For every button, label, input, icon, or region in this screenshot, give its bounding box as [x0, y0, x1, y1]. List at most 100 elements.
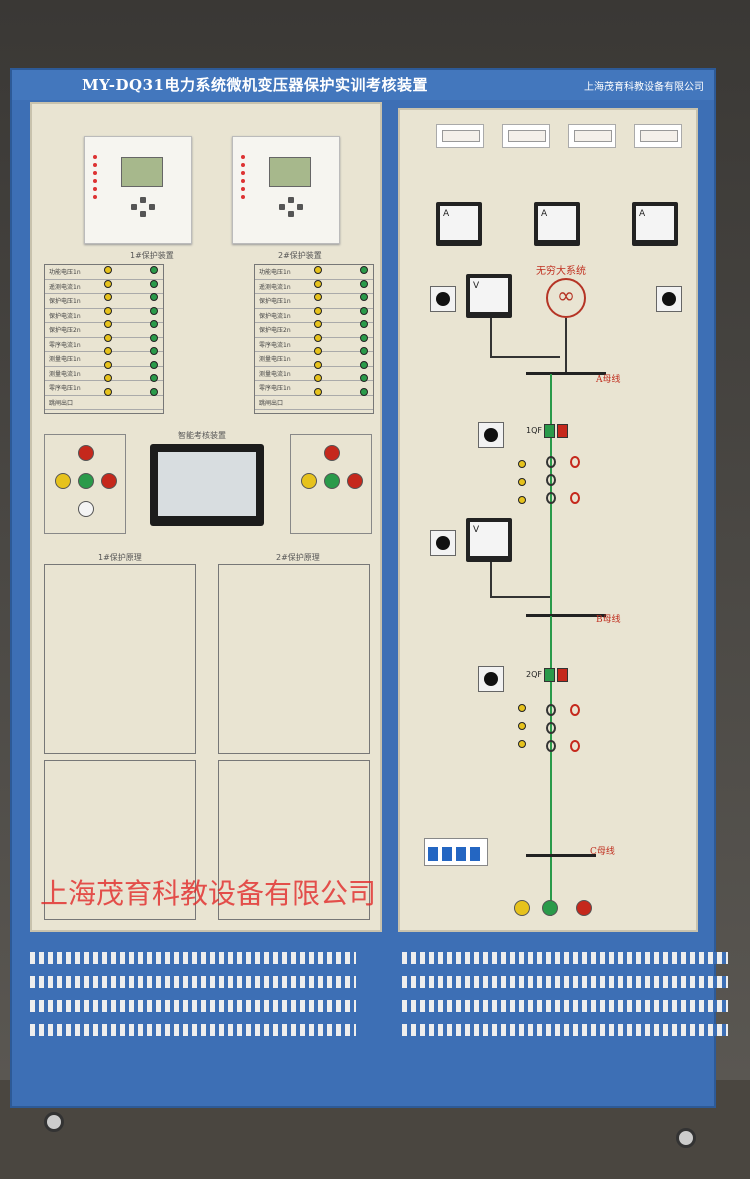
- jack-terminal[interactable]: [360, 279, 368, 288]
- analog-meter-icon: V: [466, 518, 512, 562]
- wiring-diagram-3: [44, 760, 196, 920]
- infinite-system-label: 无穷大系统: [536, 266, 586, 277]
- caster-wheel-icon: [676, 1128, 696, 1148]
- jack-terminal[interactable]: [150, 333, 158, 342]
- rotary-switch-icon[interactable]: [430, 286, 456, 312]
- jack-terminal[interactable]: [314, 333, 322, 342]
- jack-terminal[interactable]: [150, 306, 158, 315]
- jack-terminal[interactable]: [150, 374, 158, 382]
- jack-terminal[interactable]: [104, 387, 112, 396]
- relay-unit-2[interactable]: [232, 136, 340, 244]
- jack-terminal[interactable]: [314, 374, 322, 382]
- right-panel: A A A 无穷大系统 ∞ V A母线 1QF V B母线 2QF: [398, 108, 698, 932]
- jack-terminal[interactable]: [314, 293, 322, 301]
- jack-terminal[interactable]: [104, 293, 112, 301]
- jack-terminal[interactable]: [314, 387, 322, 396]
- jack-terminal[interactable]: [314, 320, 322, 328]
- relay-unit-1[interactable]: [84, 136, 192, 244]
- jack-terminal[interactable]: [360, 347, 368, 355]
- jack-terminal[interactable]: [518, 704, 526, 712]
- jack-terminal[interactable]: [314, 306, 322, 315]
- jack-terminal[interactable]: [360, 333, 368, 342]
- bus-a: [526, 372, 606, 375]
- rotary-switch-icon[interactable]: [430, 530, 456, 556]
- indicator-lamp-icon[interactable]: [514, 900, 530, 916]
- relay1-caption: 1#保护装置: [130, 251, 174, 260]
- indicator-lamp-icon: [78, 445, 94, 461]
- jack-terminal[interactable]: [150, 266, 158, 274]
- jack-terminal[interactable]: [104, 306, 112, 315]
- jack-terminal[interactable]: [360, 293, 368, 301]
- jack-terminal[interactable]: [518, 478, 526, 486]
- jack-terminal[interactable]: [314, 279, 322, 288]
- indicator-lamp-icon[interactable]: [301, 473, 317, 489]
- bus-b-label: B母线: [596, 615, 621, 625]
- wiring-diagram-2: [218, 564, 370, 754]
- screen-display[interactable]: [158, 452, 256, 516]
- relay-lcd: [121, 157, 163, 187]
- training-cabinet: MY-DQ31电力系统微机变压器保护实训考核装置 上海茂育科教设备有限公司 1#…: [10, 68, 728, 1108]
- jack-terminal[interactable]: [104, 360, 112, 369]
- control-buttons-right: [290, 434, 372, 534]
- jack-terminal[interactable]: [518, 740, 526, 748]
- indicator-lamp-icon[interactable]: [78, 501, 94, 517]
- indicator-lamp-icon[interactable]: [542, 900, 558, 916]
- jack-terminal[interactable]: [104, 333, 112, 342]
- jack-terminal[interactable]: [518, 460, 526, 468]
- bus-a-label: A母线: [596, 375, 621, 385]
- analog-meter-icon: A: [436, 202, 482, 246]
- digital-display-4: [634, 124, 682, 148]
- jack-terminal[interactable]: [360, 374, 368, 382]
- breaker-1-red[interactable]: [557, 424, 568, 438]
- wiring-diagram-4: [218, 760, 370, 920]
- jack-terminal[interactable]: [150, 360, 158, 369]
- vent-left: [30, 952, 356, 1048]
- jack-terminal[interactable]: [360, 360, 368, 369]
- relay-keypad[interactable]: [131, 197, 155, 217]
- jack-terminal[interactable]: [360, 306, 368, 315]
- jack-terminal[interactable]: [518, 722, 526, 730]
- watermark-text: 上海茂育科教设备有限公司: [40, 877, 377, 910]
- indicator-lamp-icon[interactable]: [347, 473, 363, 489]
- jack-terminal[interactable]: [518, 496, 526, 504]
- indicator-lamp-icon[interactable]: [55, 473, 71, 489]
- control-buttons-left: [44, 434, 126, 534]
- rotary-switch-icon[interactable]: [478, 666, 504, 692]
- jack-terminal[interactable]: [104, 279, 112, 288]
- indicator-lamp-icon: [324, 445, 340, 461]
- miniature-circuit-breaker[interactable]: [424, 838, 488, 866]
- bus-c-label: C母线: [590, 847, 615, 857]
- jack-terminal[interactable]: [314, 347, 322, 355]
- jack-terminal[interactable]: [150, 347, 158, 355]
- breaker-1-label: 1QF: [526, 426, 542, 435]
- indicator-lamp-icon[interactable]: [576, 900, 592, 916]
- jack-terminal[interactable]: [104, 320, 112, 328]
- caster-wheel-icon: [44, 1112, 64, 1132]
- breaker-2-green[interactable]: [544, 668, 555, 682]
- breaker-2-red[interactable]: [557, 668, 568, 682]
- jack-terminal[interactable]: [314, 266, 322, 274]
- hmi-caption: 智能考核装置: [178, 431, 226, 440]
- status-leds: [93, 151, 101, 203]
- jack-terminal[interactable]: [150, 293, 158, 301]
- breaker-1-green[interactable]: [544, 424, 555, 438]
- jack-terminal[interactable]: [104, 374, 112, 382]
- jack-terminal[interactable]: [360, 266, 368, 274]
- indicator-lamp-icon[interactable]: [324, 473, 340, 489]
- relay-keypad[interactable]: [279, 197, 303, 217]
- jack-terminal[interactable]: [360, 387, 368, 396]
- jack-terminal[interactable]: [314, 360, 322, 369]
- bus-b: [526, 614, 606, 617]
- jack-terminal[interactable]: [360, 320, 368, 328]
- indicator-lamp-icon[interactable]: [101, 473, 117, 489]
- jack-terminal[interactable]: [150, 279, 158, 288]
- rotary-switch-icon[interactable]: [478, 422, 504, 448]
- jack-terminal[interactable]: [104, 347, 112, 355]
- touch-screen[interactable]: [150, 444, 264, 526]
- rotary-switch-icon[interactable]: [656, 286, 682, 312]
- jack-terminal[interactable]: [150, 387, 158, 396]
- indicator-lamp-icon[interactable]: [78, 473, 94, 489]
- jack-terminal[interactable]: [104, 266, 112, 274]
- bus-c: [526, 854, 596, 857]
- jack-terminal[interactable]: [150, 320, 158, 328]
